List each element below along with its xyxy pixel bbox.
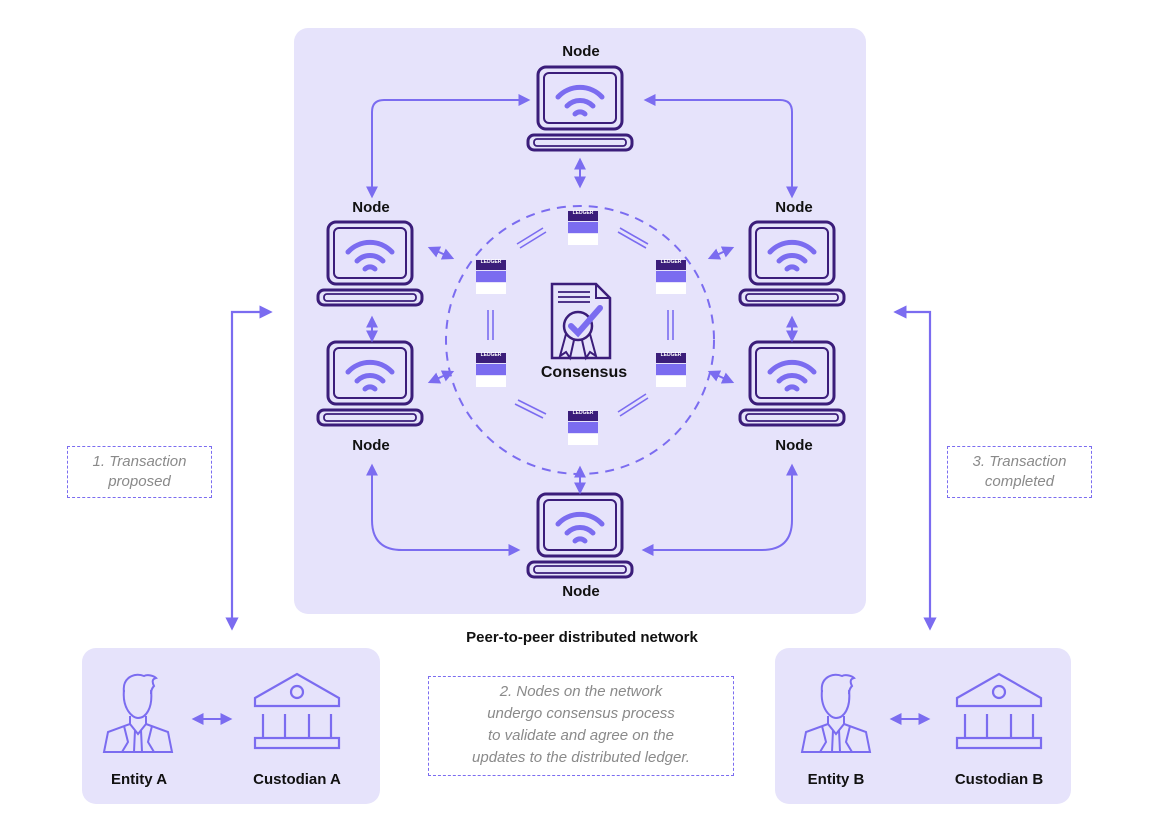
step-1-line: 1. Transaction <box>92 453 187 470</box>
node-top-label: Node <box>562 43 600 60</box>
step-2-line: 2. Nodes on the network <box>499 683 663 700</box>
ledger-tags: LEDGER LEDGER LEDGER LEDGER LEDGER LEDGE… <box>481 210 682 416</box>
arrow-transaction-completed <box>893 305 937 631</box>
arrow-lr-ring <box>707 370 735 384</box>
ledger-links <box>487 227 674 419</box>
ledger-tag: LEDGER <box>481 352 502 358</box>
ledger-icon <box>568 211 598 245</box>
node-lower-left-label: Node <box>352 437 390 454</box>
arrow-lower-left-to-bottom <box>366 463 521 556</box>
step-3-line: 3. Transaction <box>972 453 1067 470</box>
entity-b-label: Entity B <box>807 771 865 788</box>
node-bottom-label: Node <box>562 583 600 600</box>
arrow-top-to-upper-left <box>366 94 531 199</box>
ledger-tag: LEDGER <box>661 352 682 358</box>
node-bottom-icon <box>528 494 632 577</box>
node-upper-right-label: Node <box>775 199 813 216</box>
step-3-line: completed <box>984 473 1055 490</box>
custodian-b-label: Custodian B <box>954 771 1044 788</box>
node-upper-left-icon <box>318 222 422 305</box>
step-1-note: 1. Transaction proposed <box>67 446 212 498</box>
entity-b-person-icon <box>801 673 871 753</box>
ledger-icon <box>656 260 686 294</box>
ledger-icon <box>568 411 598 445</box>
arrow-ur-ring <box>707 246 735 260</box>
ledger-tag: LEDGER <box>573 210 594 216</box>
step-1-line: proposed <box>108 473 171 490</box>
arrow-lower-right-to-bottom <box>641 463 798 556</box>
entity-a-label: Entity A <box>110 771 168 788</box>
node-top-icon <box>528 67 632 150</box>
arrow-ul-ring <box>427 246 455 260</box>
ledger-icon <box>476 260 506 294</box>
step-2-line: updates to the distributed ledger. <box>472 749 690 766</box>
step-3-note: 3. Transaction completed <box>947 446 1092 498</box>
step-2-line: to validate and agree on the <box>488 727 674 744</box>
custodian-a-bank-icon <box>253 672 341 750</box>
node-lower-right-icon <box>740 342 844 425</box>
custodian-a-label: Custodian A <box>253 771 341 788</box>
consensus-certificate-icon <box>550 282 612 361</box>
network-title: Peer-to-peer distributed network <box>466 629 698 646</box>
node-lower-right-label: Node <box>775 437 813 454</box>
node-upper-left-label: Node <box>352 199 390 216</box>
step-2-line: undergo consensus process <box>487 705 675 722</box>
ledger-icon <box>656 353 686 387</box>
ledger-tag: LEDGER <box>661 259 682 265</box>
step-2-note: 2. Nodes on the network undergo consensu… <box>428 676 734 776</box>
ledger-tag: LEDGER <box>573 410 594 416</box>
node-upper-right-icon <box>740 222 844 305</box>
arrow-ll-ring <box>427 370 455 384</box>
ledger-tag: LEDGER <box>481 259 502 265</box>
consensus-label: Consensus <box>540 364 628 381</box>
node-lower-left-icon <box>318 342 422 425</box>
custodian-b-bank-icon <box>955 672 1043 750</box>
ledger-icon <box>476 353 506 387</box>
arrow-transaction-proposed <box>225 305 273 631</box>
entity-a-person-icon <box>103 673 173 753</box>
arrow-top-to-upper-right <box>643 94 798 199</box>
